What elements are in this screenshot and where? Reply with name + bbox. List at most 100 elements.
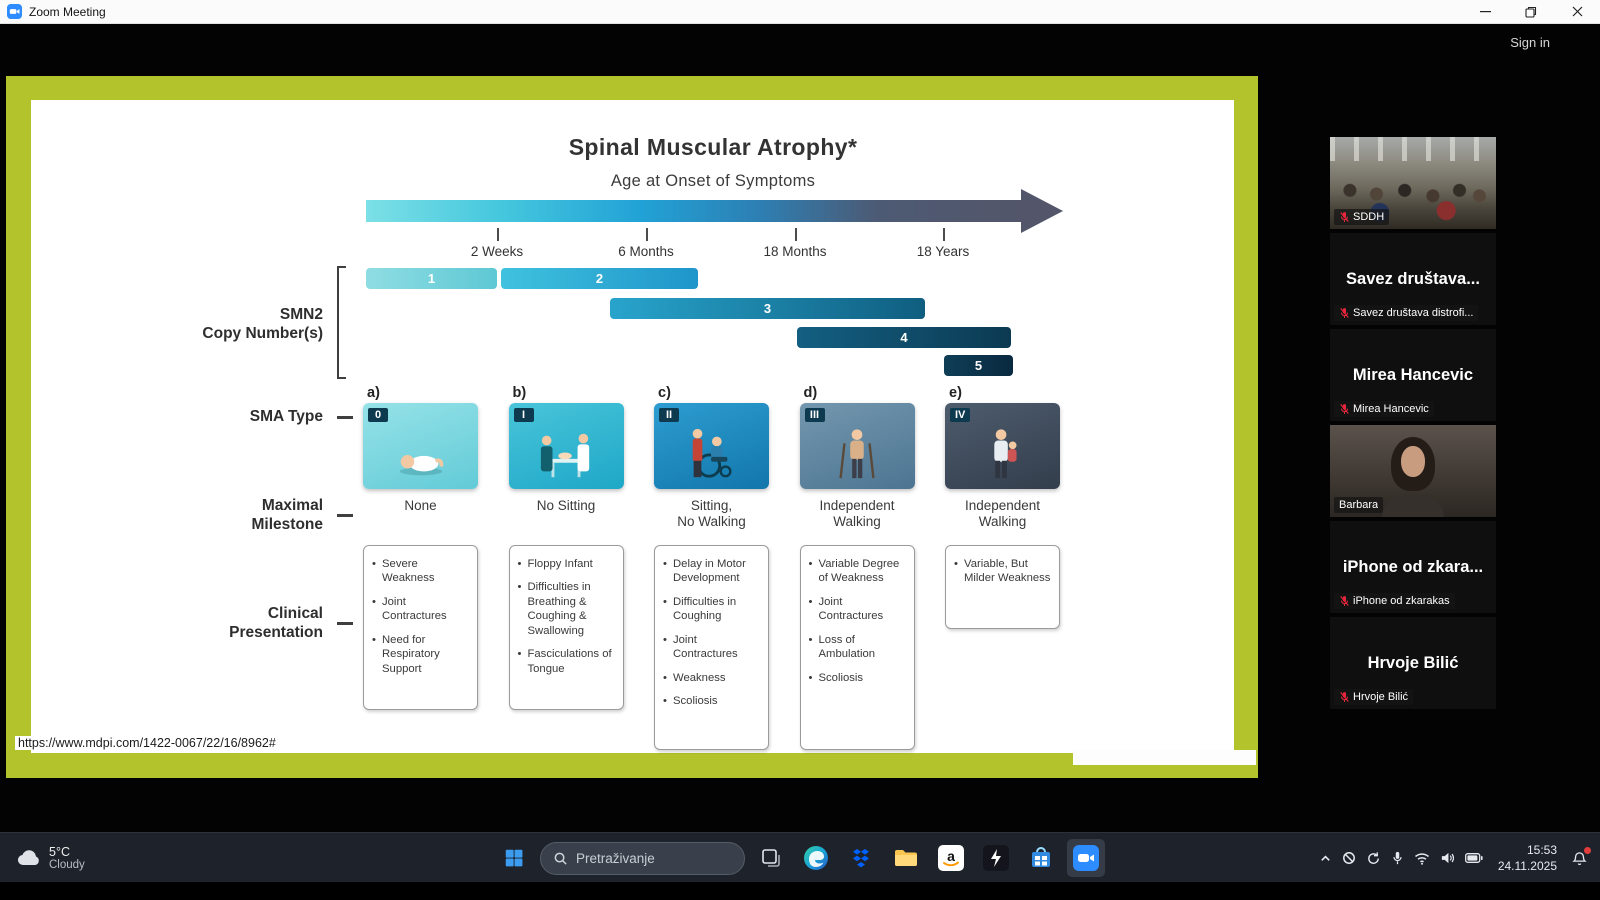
participant-name-label: Hrvoje Bilić [1334,689,1414,705]
titlebar-left: Zoom Meeting [0,4,106,19]
age-timeline-arrow [366,200,1022,222]
participant-display-name: Hrvoje Bilić [1367,653,1459,672]
participant-name-label: Mirea Hancevic [1334,401,1434,417]
muted-mic-icon [1339,211,1350,223]
type-letter: d) [803,385,818,401]
notifications-button[interactable] [1567,846,1592,871]
battery-icon[interactable] [1460,846,1488,871]
meeting-content-area: Sign in Spinal Muscular Atrophy* Age at … [0,24,1600,832]
type-roman-badge: III [804,408,825,422]
participant-name-text: iPhone od zkarakas [1353,595,1450,607]
close-button[interactable] [1554,0,1600,23]
milestone-label: No Sitting [536,498,596,513]
sign-in-link[interactable]: Sign in [1510,35,1550,50]
clinical-box: Variable Degree of WeaknessJoint Contrac… [799,545,915,750]
participant-tile[interactable]: Savez društava... Savez društava distrofi… [1330,233,1496,325]
cloud-icon [16,848,42,868]
microphone-icon[interactable] [1386,846,1409,871]
smn2-copy-bar: 4 [797,327,1011,348]
taskbar-app-lightning[interactable] [977,839,1015,877]
timeline-tick [497,228,499,241]
timeline-tick-label: 6 Months [618,244,674,259]
participant-name-text: Barbara [1339,499,1379,511]
clinical-item: Fasciculations of Tongue [518,647,615,676]
clinical-item: Scoliosis [809,671,906,686]
source-url: https://www.mdpi.com/1422-0067/22/16/896… [15,736,279,750]
clinical-item: Severe Weakness [372,557,469,586]
start-button[interactable] [495,839,533,877]
search-placeholder: Pretraživanje [576,850,655,866]
taskbar-app-dropbox[interactable] [842,839,880,877]
blocked-icon[interactable] [1337,846,1361,871]
slide-edge [1073,750,1256,765]
clinical-item: Difficulties in Breathing & Coughing & S… [518,580,615,638]
weather-widget[interactable]: 5°C Cloudy [10,833,91,883]
participant-display-name: Savez društava... [1346,269,1480,288]
notification-badge [1584,846,1591,854]
illustration-lying-infant [386,426,456,487]
search-icon [553,851,568,866]
smn2-copy-bar: 3 [610,298,925,319]
row-label-sma-type: SMA Type [249,408,323,425]
participant-name-label: iPhone od zkarakas [1334,593,1455,609]
clinical-item: Joint Contractures [372,595,469,624]
window-controls [1462,0,1600,23]
volume-icon[interactable] [1435,846,1460,871]
row-label-milestone: Maximal Milestone [251,497,323,533]
muted-mic-icon [1339,595,1350,607]
type-letter: e) [949,385,962,401]
clinical-box: Floppy InfantDifficulties in Breathing &… [508,545,624,710]
taskbar-app-store[interactable] [1022,839,1060,877]
sync-icon[interactable] [1361,846,1386,871]
taskbar-app-file-explorer[interactable] [887,839,925,877]
dash-sma-type [337,416,353,419]
participant-tile[interactable]: SDDH [1330,137,1496,229]
weather-text: 5°C Cloudy [49,845,85,871]
type-roman-badge: II [659,408,679,422]
minimize-button[interactable] [1462,0,1508,23]
participant-name-label: Savez društava distrofi... [1334,305,1479,321]
zoom-app-icon [7,4,22,19]
participant-tile[interactable]: Barbara [1330,425,1496,517]
person-torso [1382,495,1444,517]
clinical-item: Weakness [663,671,760,686]
timeline-tick-label: 2 Weeks [470,244,524,259]
type-letter: c) [658,385,671,401]
participant-tile[interactable]: iPhone od zkara...iPhone od zkarakas [1330,521,1496,613]
shared-screen: Spinal Muscular Atrophy* Age at Onset of… [6,76,1258,778]
type-card: 0 [363,403,478,489]
clinical-item: Scoliosis [663,694,760,709]
taskbar-app-task-view[interactable] [752,839,790,877]
smn2-copy-bar: 1 [366,268,497,289]
clinical-item: Need for Respiratory Support [372,633,469,676]
slide-title: Spinal Muscular Atrophy* [568,134,858,160]
taskbar-app-edge[interactable] [797,839,835,877]
chevron-up-icon[interactable] [1314,846,1337,871]
type-card: IV [945,403,1060,489]
age-timeline-arrow-head [1021,189,1063,233]
taskbar-app-zoom[interactable] [1067,839,1105,877]
search-box[interactable]: Pretraživanje [540,841,745,875]
taskbar-app-amazon[interactable]: a [932,839,970,877]
type-roman-badge: 0 [368,408,388,422]
milestone-label: Independent Walking [964,498,1041,530]
muted-mic-icon [1339,307,1350,319]
timeline-tick [943,228,945,241]
clinical-box: Severe WeaknessJoint ContracturesNeed fo… [363,545,478,710]
taskbar-clock[interactable]: 15:53 24.11.2025 [1498,842,1557,874]
participant-name-text: SDDH [1353,211,1385,223]
clinical-item: Variable Degree of Weakness [809,557,906,586]
participant-display-name: Mirea Hancevic [1352,365,1474,384]
restore-button[interactable] [1508,0,1554,23]
wifi-icon[interactable] [1409,846,1435,871]
row-label-smn2: SMN2 Copy Number(s) [202,306,323,342]
timeline-tick [646,228,648,241]
clinical-box: Delay in Motor DevelopmentDifficulties i… [654,545,769,750]
type-letter: a) [367,385,380,401]
smn2-copy-bar: 5 [944,355,1013,376]
illustration-person-with-crutches [822,426,892,487]
